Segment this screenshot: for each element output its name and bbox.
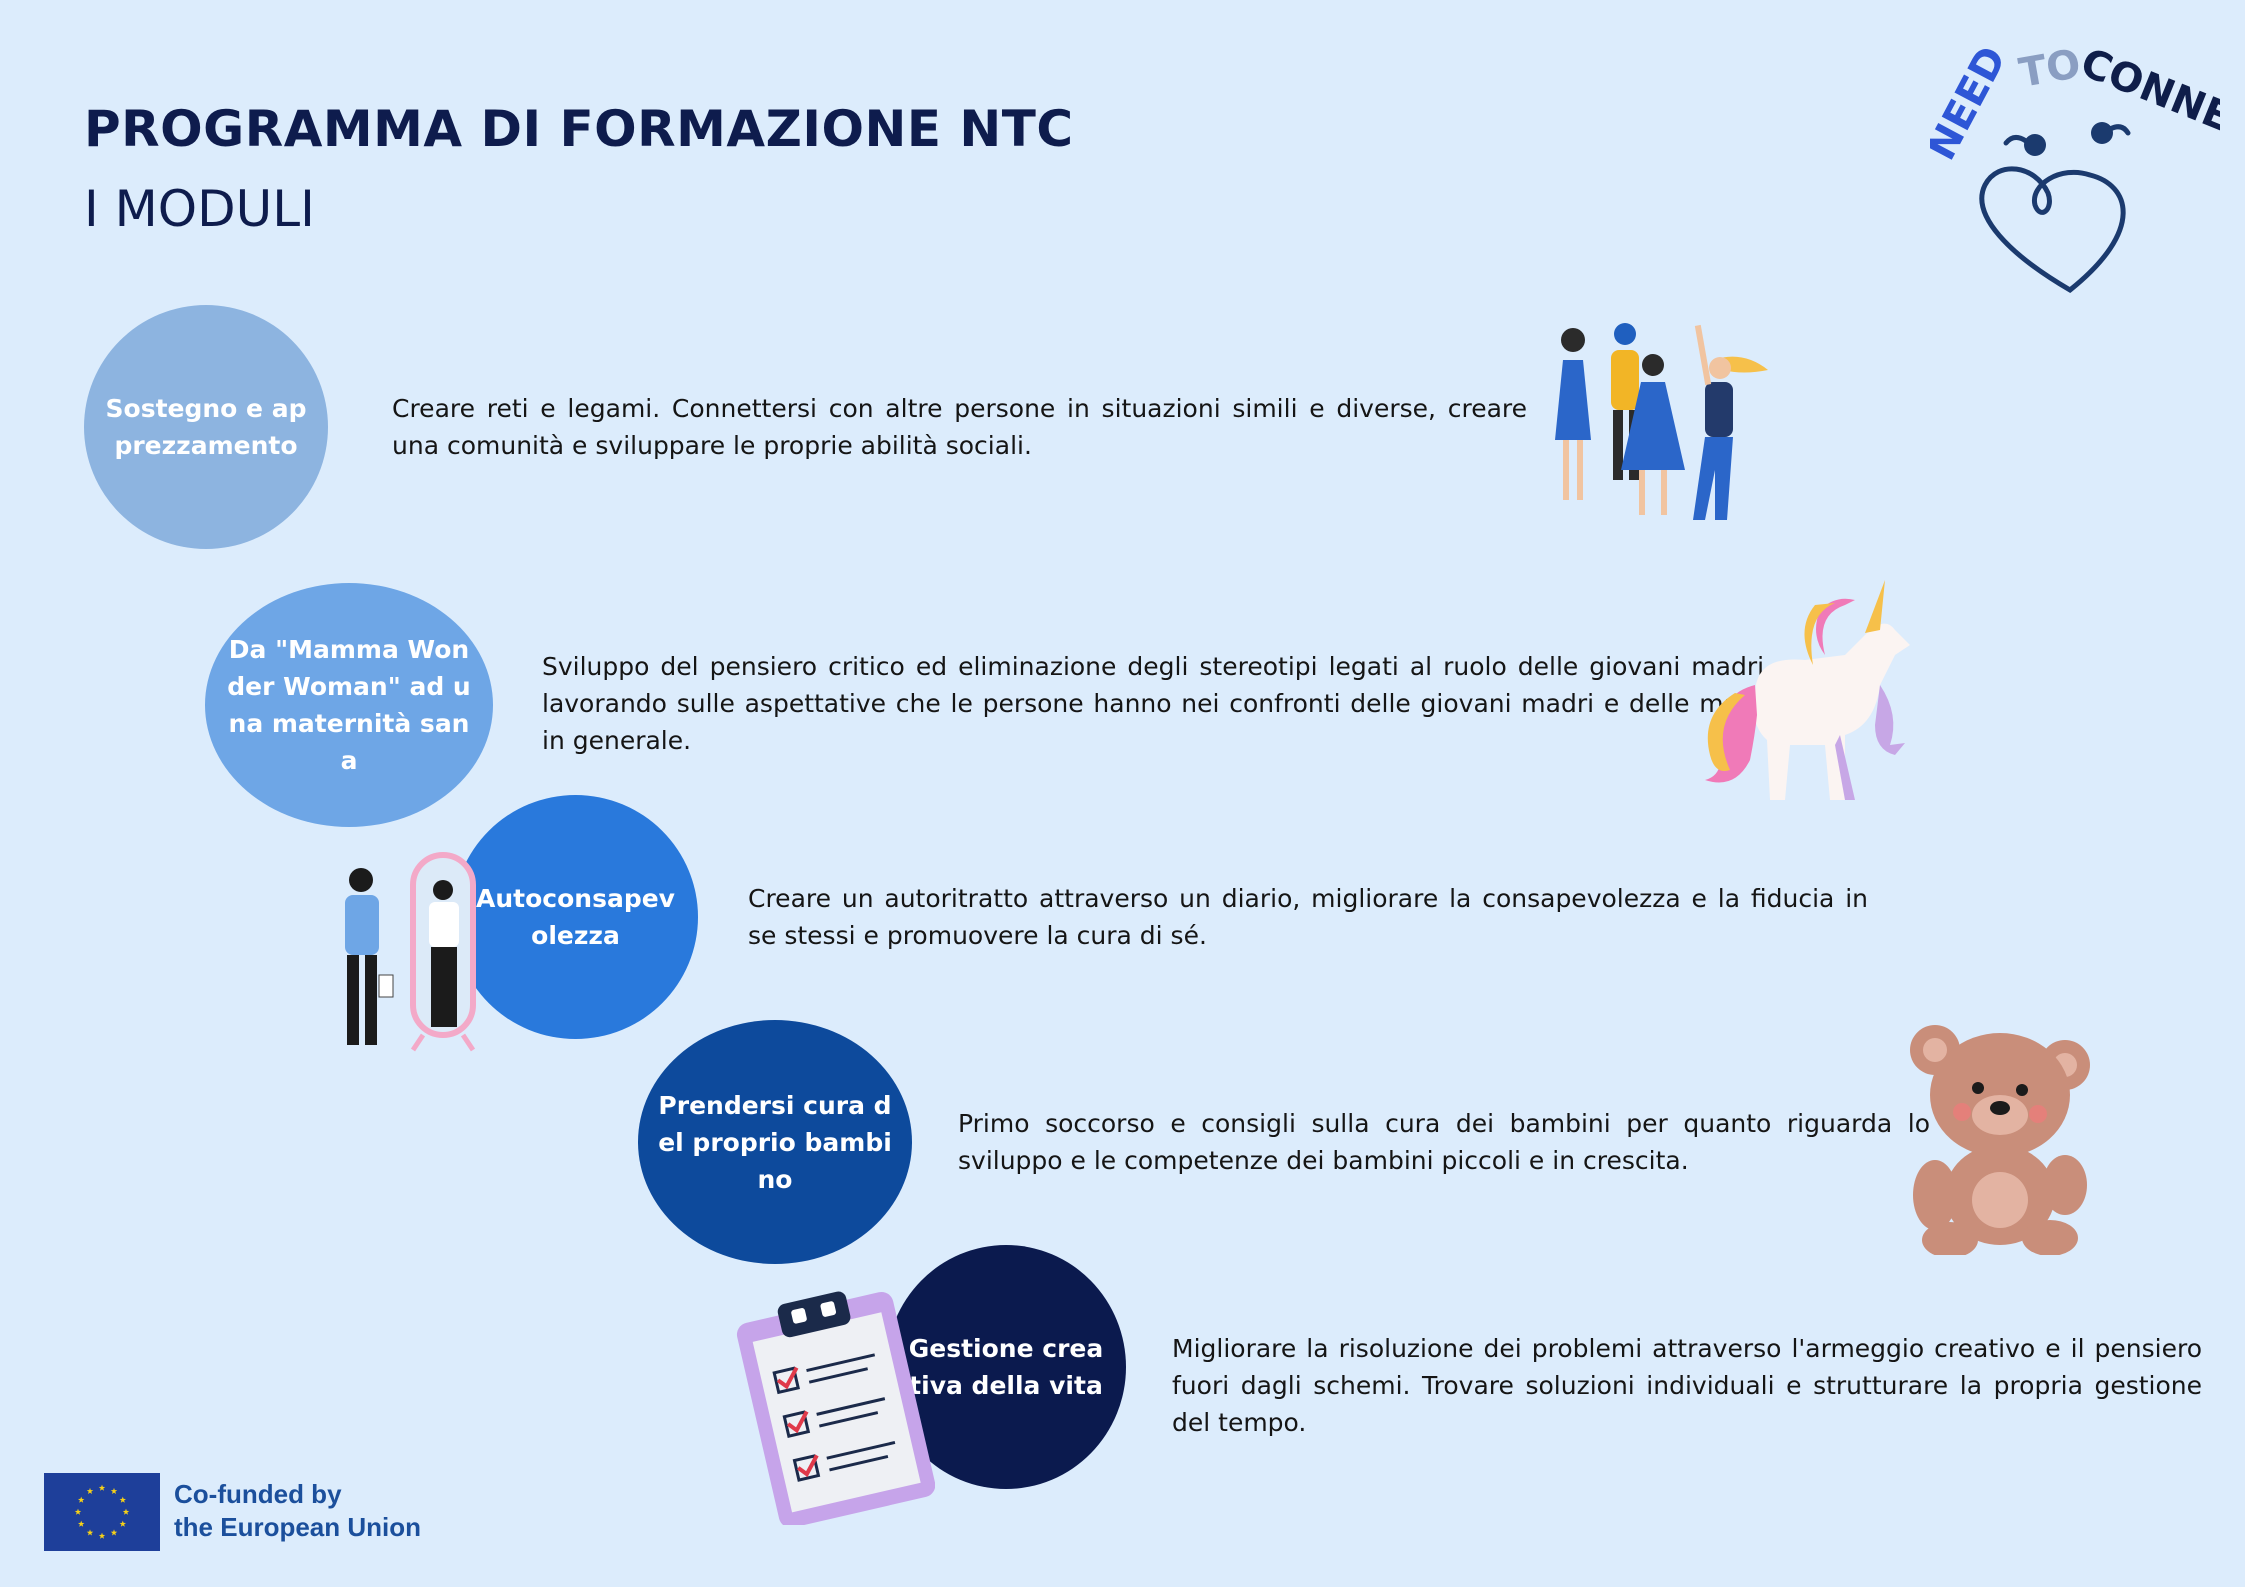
unicorn-illustration bbox=[1705, 580, 1910, 800]
logo-lettering: NEED TO CONNECT bbox=[1930, 39, 2220, 168]
eu-star bbox=[110, 1487, 118, 1494]
module-circle-prendersi-cura: Prendersi cura del proprio bambino bbox=[638, 1020, 912, 1264]
module-description-autoconsapevolezza: Creare un autoritratto attraverso un dia… bbox=[748, 884, 1868, 950]
checklist-clipboard-illustration bbox=[736, 1291, 935, 1525]
eu-star bbox=[122, 1508, 130, 1515]
heart-with-two-heads-icon bbox=[1979, 122, 2131, 294]
module-description-sostegno: Creare reti e legami. Connettersi con al… bbox=[392, 394, 1527, 460]
eu-star bbox=[98, 1532, 106, 1539]
logo-word-to: TO bbox=[2016, 41, 2084, 97]
eu-star bbox=[119, 1520, 127, 1527]
module-description-gestione-creativa: Migliorare la risoluzione dei problemi a… bbox=[1172, 1334, 2202, 1437]
teddy-bear-illustration bbox=[1910, 1025, 2090, 1255]
eu-line-1: Co-funded by bbox=[174, 1479, 342, 1509]
woman-in-mirror-illustration bbox=[345, 852, 476, 1052]
eu-star bbox=[77, 1496, 85, 1503]
eu-star bbox=[110, 1529, 118, 1536]
need-to-connect-logo: NEED TO CONNECT bbox=[1930, 39, 2220, 294]
module-description-prendersi-cura: Primo soccorso e consigli sulla cura dei… bbox=[958, 1109, 1930, 1175]
page-subtitle: I MODULI bbox=[84, 180, 315, 238]
eu-star bbox=[77, 1520, 85, 1527]
module-circle-mamma-wonder-woman: Da "Mamma Wonder Woman" ad una maternità… bbox=[205, 583, 493, 827]
logo-word-connect: CONNECT bbox=[2074, 40, 2220, 163]
group-of-friends-illustration bbox=[1555, 323, 1768, 520]
eu-line-2: the European Union bbox=[174, 1512, 421, 1542]
module-description-mamma-wonder-woman: Sviluppo del pensiero critico ed elimina… bbox=[542, 652, 1772, 755]
eu-star bbox=[74, 1508, 82, 1515]
module-circle-sostegno: Sostegno e apprezzamento bbox=[84, 305, 328, 549]
logo-word-need: NEED bbox=[1930, 39, 2016, 168]
page-title: PROGRAMMA DI FORMAZIONE NTC bbox=[84, 100, 1074, 158]
eu-cofunded-text: Co-funded by the European Union bbox=[174, 1478, 421, 1544]
eu-star bbox=[98, 1484, 106, 1491]
eu-star bbox=[119, 1496, 127, 1503]
eu-star bbox=[86, 1487, 94, 1494]
eu-star bbox=[86, 1529, 94, 1536]
module-circle-autoconsapevolezza: Autoconsapevolezza bbox=[453, 795, 698, 1039]
eu-flag-icon bbox=[44, 1473, 160, 1551]
